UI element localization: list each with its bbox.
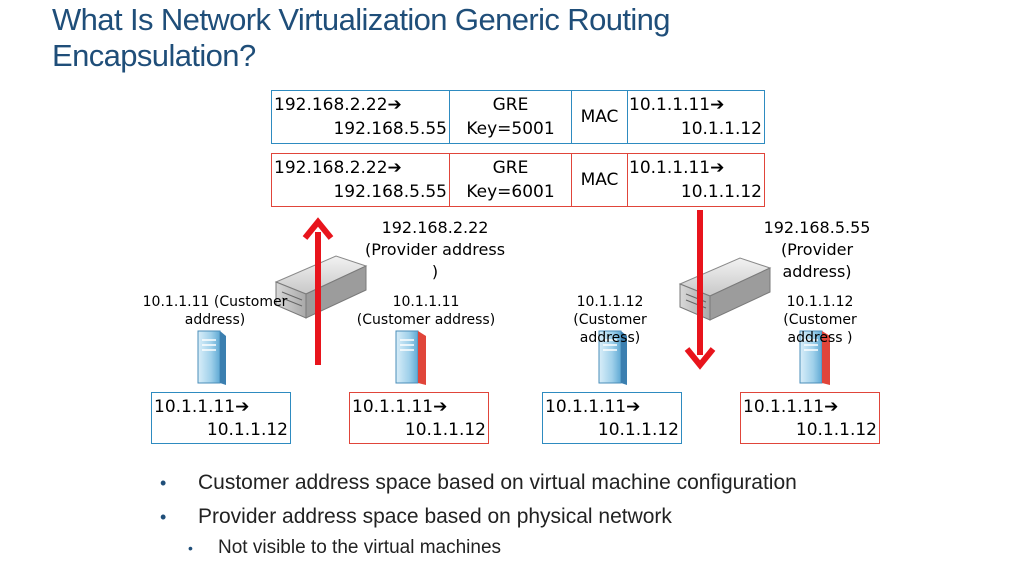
vm-2-label-1: 10.1.1.11 [392, 294, 460, 310]
vm-1-dst: 10.1.1.12 [206, 420, 288, 440]
sub-bullet-text: Not visible to the virtual machines [218, 537, 502, 558]
bullet-dot-icon: • [160, 507, 167, 527]
vm-3-packet: 10.1.1.11➔ 10.1.1.12 [542, 392, 682, 444]
vm-2-src: 10.1.1.11➔ [352, 397, 448, 417]
vm-1-label-2: address) [184, 312, 246, 328]
vm-3-label-1: 10.1.1.12 [576, 294, 644, 310]
title-line-2: Encapsulation? [52, 38, 256, 73]
right-host-label: 192.168.5.55 (Provider address) [740, 217, 894, 283]
provider-ip-cell: 192.168.2.22➔ 192.168.5.55 [272, 91, 449, 143]
right-host-label-2: address) [782, 262, 852, 281]
vm-1-src: 10.1.1.11➔ [154, 397, 250, 417]
arrow-up-icon [302, 217, 334, 365]
bullet-text: Provider address space based on physical… [198, 505, 672, 528]
customer-ip-cell: 10.1.1.11➔ 10.1.1.12 [627, 154, 764, 206]
bullet-text: Customer address space based on virtual … [198, 471, 797, 494]
gre-key: Key=5001 [466, 119, 555, 139]
gre-cell: GRE Key=5001 [449, 91, 571, 143]
provider-dst-ip: 192.168.5.55 [333, 182, 447, 202]
right-host-label-1: (Provider [780, 240, 854, 259]
vm-4-dst: 10.1.1.12 [795, 420, 877, 440]
gre-cell: GRE Key=6001 [449, 154, 571, 206]
sub-bullet-item: • Not visible to the virtual machines [158, 534, 797, 562]
mac-cell: MAC [571, 154, 627, 206]
vm-4-label-2: (Customer [783, 312, 857, 328]
slide-title: What Is Network Virtualization Generic R… [52, 2, 952, 74]
packet-header-red: 192.168.2.22➔ 192.168.5.55 GRE Key=6001 … [271, 153, 765, 207]
bullet-list: • Customer address space based on virtua… [158, 466, 797, 562]
customer-dst-ip: 10.1.1.12 [680, 182, 762, 202]
vm-3-label-3: address) [579, 330, 641, 346]
provider-src-ip: 192.168.2.22➔ [274, 158, 402, 178]
vm-2-packet: 10.1.1.11➔ 10.1.1.12 [349, 392, 489, 444]
right-host-ip: 192.168.5.55 [763, 218, 871, 237]
left-host-label: 192.168.2.22 (Provider address ) [340, 217, 530, 283]
vm-1-label: 10.1.1.11 (Customer address) [130, 293, 300, 329]
bullet-item: • Provider address space based on physic… [158, 500, 797, 534]
customer-src-ip: 10.1.1.11➔ [629, 95, 725, 115]
title-line-1: What Is Network Virtualization Generic R… [52, 2, 671, 37]
mac-cell: MAC [571, 91, 627, 143]
vm-4-label: 10.1.1.12 (Customer address ) [768, 293, 872, 347]
gre-label: GRE [492, 158, 529, 178]
vm-4-src: 10.1.1.11➔ [743, 397, 839, 417]
customer-dst-ip: 10.1.1.12 [680, 119, 762, 139]
vm-3-label-2: (Customer [573, 312, 647, 328]
vm-4-icon [799, 330, 830, 385]
arrow-down-icon [684, 210, 716, 370]
bullet-dot-icon: • [188, 540, 193, 556]
vm-2-icon [395, 330, 426, 385]
packet-header-blue: 192.168.2.22➔ 192.168.5.55 GRE Key=5001 … [271, 90, 765, 144]
left-host-label-2: ) [431, 262, 439, 281]
provider-ip-cell: 192.168.2.22➔ 192.168.5.55 [272, 154, 449, 206]
vm-4-packet: 10.1.1.11➔ 10.1.1.12 [740, 392, 880, 444]
vm-3-dst: 10.1.1.12 [597, 420, 679, 440]
gre-key: Key=6001 [466, 182, 555, 202]
bullet-dot-icon: • [160, 473, 167, 493]
vm-4-label-1: 10.1.1.12 [786, 294, 854, 310]
vm-2-dst: 10.1.1.12 [404, 420, 486, 440]
vm-3-src: 10.1.1.11➔ [545, 397, 641, 417]
provider-src-ip: 192.168.2.22➔ [274, 95, 402, 115]
vm-2-label-2: (Customer address) [356, 312, 496, 328]
right-host-server-icon [678, 257, 772, 321]
gre-label: GRE [492, 95, 529, 115]
provider-dst-ip: 192.168.5.55 [333, 119, 447, 139]
vm-1-packet: 10.1.1.11➔ 10.1.1.12 [151, 392, 291, 444]
customer-src-ip: 10.1.1.11➔ [629, 158, 725, 178]
left-host-ip: 192.168.2.22 [381, 218, 489, 237]
customer-ip-cell: 10.1.1.11➔ 10.1.1.12 [627, 91, 764, 143]
vm-4-label-3: address ) [787, 330, 853, 346]
left-host-label-1: (Provider address [364, 240, 506, 259]
vm-3-icon [598, 330, 627, 385]
bullet-item: • Customer address space based on virtua… [158, 466, 797, 500]
vm-1-icon [197, 330, 226, 385]
vm-2-label: 10.1.1.11 (Customer address) [340, 293, 512, 329]
vm-3-label: 10.1.1.12 (Customer address) [560, 293, 660, 347]
vm-1-label-1: 10.1.1.11 (Customer [142, 294, 288, 310]
